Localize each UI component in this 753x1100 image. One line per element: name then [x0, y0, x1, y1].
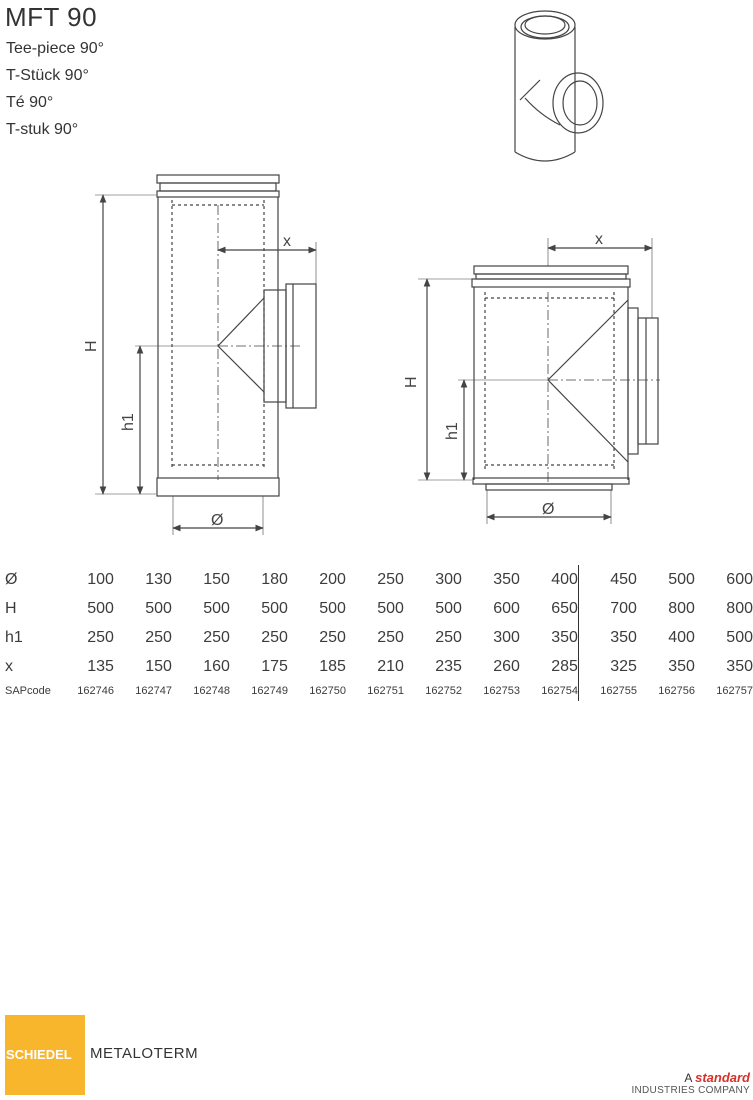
subtitle-nl: T-stuk 90°: [6, 121, 79, 138]
subtitle-fr: Té 90°: [6, 94, 54, 111]
row-label: h1: [5, 628, 23, 646]
dim-label-H-left: H: [83, 340, 100, 352]
table-row: SAPcode 162746 162747 162748 162749 162750 162…: [0, 681, 753, 701]
table-cell: 175: [261, 657, 288, 675]
dim-label-diameter-right: Ø: [542, 501, 554, 518]
table-cell: 400: [551, 570, 578, 588]
table-cell: 250: [435, 628, 462, 646]
table-cell: 250: [203, 628, 230, 646]
table-cell: 162750: [309, 685, 346, 697]
front-view-left-drawing: [95, 174, 317, 535]
table-cell: 500: [87, 599, 114, 617]
table-cell: 500: [668, 570, 695, 588]
table-cell: 162746: [77, 685, 114, 697]
table-cell: 250: [87, 628, 114, 646]
table-cell: 250: [145, 628, 172, 646]
table-cell: 285: [551, 657, 578, 675]
front-view-right-drawing: [418, 238, 660, 524]
table-cell: 300: [435, 570, 462, 588]
table-cell: 250: [377, 628, 404, 646]
table-cell: 350: [577, 623, 637, 652]
table-cell: 250: [377, 570, 404, 588]
table-cell: 500: [319, 599, 346, 617]
table-cell: 600: [726, 570, 753, 588]
row-label: SAPcode: [5, 685, 51, 697]
dim-label-h1-right: h1: [444, 422, 461, 440]
table-cell: 100: [87, 570, 114, 588]
table-cell: 162756: [658, 685, 695, 697]
technical-drawings: H h1 x Ø H h1 x Ø: [83, 10, 660, 535]
table-cell: 350: [726, 657, 753, 675]
table-cell: 500: [145, 599, 172, 617]
brand-name: METALOTERM: [90, 1045, 199, 1062]
table-cell: 180: [261, 570, 288, 588]
table-cell: 250: [261, 628, 288, 646]
table-cell: 350: [493, 570, 520, 588]
table-cell: 130: [145, 570, 172, 588]
dim-label-x-left: x: [283, 233, 291, 250]
table-cell: 300: [493, 628, 520, 646]
subtitle-de: T-Stück 90°: [6, 67, 89, 84]
row-label: x: [5, 657, 13, 675]
table-cell: 162748: [193, 685, 230, 697]
table-cell: 150: [203, 570, 230, 588]
table-cell: 150: [145, 657, 172, 675]
table-cell: 500: [435, 599, 462, 617]
row-label: H: [5, 599, 17, 617]
table-cell: 210: [377, 657, 404, 675]
dim-label-h1-left: h1: [120, 413, 137, 431]
table-cell: 162747: [135, 685, 172, 697]
table-cell: 162757: [716, 685, 753, 697]
table-cell: 800: [726, 599, 753, 617]
table-cell: 162751: [367, 685, 404, 697]
table-cell: 162749: [251, 685, 288, 697]
subtitle-en: Tee-piece 90°: [6, 40, 105, 57]
table-cell: 200: [319, 570, 346, 588]
table-cell: 235: [435, 657, 462, 675]
partner-prefix: A: [684, 1071, 692, 1085]
table-cell: 700: [577, 594, 637, 623]
table-cell: 162753: [483, 685, 520, 697]
row-label: Ø: [5, 570, 18, 588]
dim-label-H-right: H: [403, 376, 420, 388]
table-cell: 162754: [541, 685, 578, 697]
partner-subtitle: INDUSTRIES COMPANY: [631, 1085, 750, 1096]
product-title: MFT 90: [5, 2, 98, 32]
table-cell: 450: [577, 565, 637, 594]
partner-logo: A standard: [684, 1070, 750, 1085]
table-cell: 135: [87, 657, 114, 675]
table-cell: 800: [668, 599, 695, 617]
table-cell: 500: [203, 599, 230, 617]
table-cell: 400: [668, 628, 695, 646]
isometric-view-icon: [514, 10, 604, 162]
table-cell: 162752: [425, 685, 462, 697]
table-cell: 250: [319, 628, 346, 646]
table-cell: 500: [726, 628, 753, 646]
table-cell: 162755: [577, 681, 637, 701]
logo-text: SCHIEDEL: [6, 1047, 72, 1062]
table-cell: 350: [668, 657, 695, 675]
table-cell: 500: [261, 599, 288, 617]
table-cell: 325: [577, 652, 637, 681]
table-cell: 260: [493, 657, 520, 675]
table-cell: 185: [319, 657, 346, 675]
table-cell: 650: [551, 599, 578, 617]
table-cell: 600: [493, 599, 520, 617]
table-cell: 350: [551, 628, 578, 646]
table-cell: 500: [377, 599, 404, 617]
dim-label-x-right: x: [595, 231, 603, 248]
table-cell: 160: [203, 657, 230, 675]
schiedel-logo: [5, 1015, 85, 1095]
dim-label-diameter-left: Ø: [211, 512, 223, 529]
partner-name: standard: [695, 1070, 750, 1085]
